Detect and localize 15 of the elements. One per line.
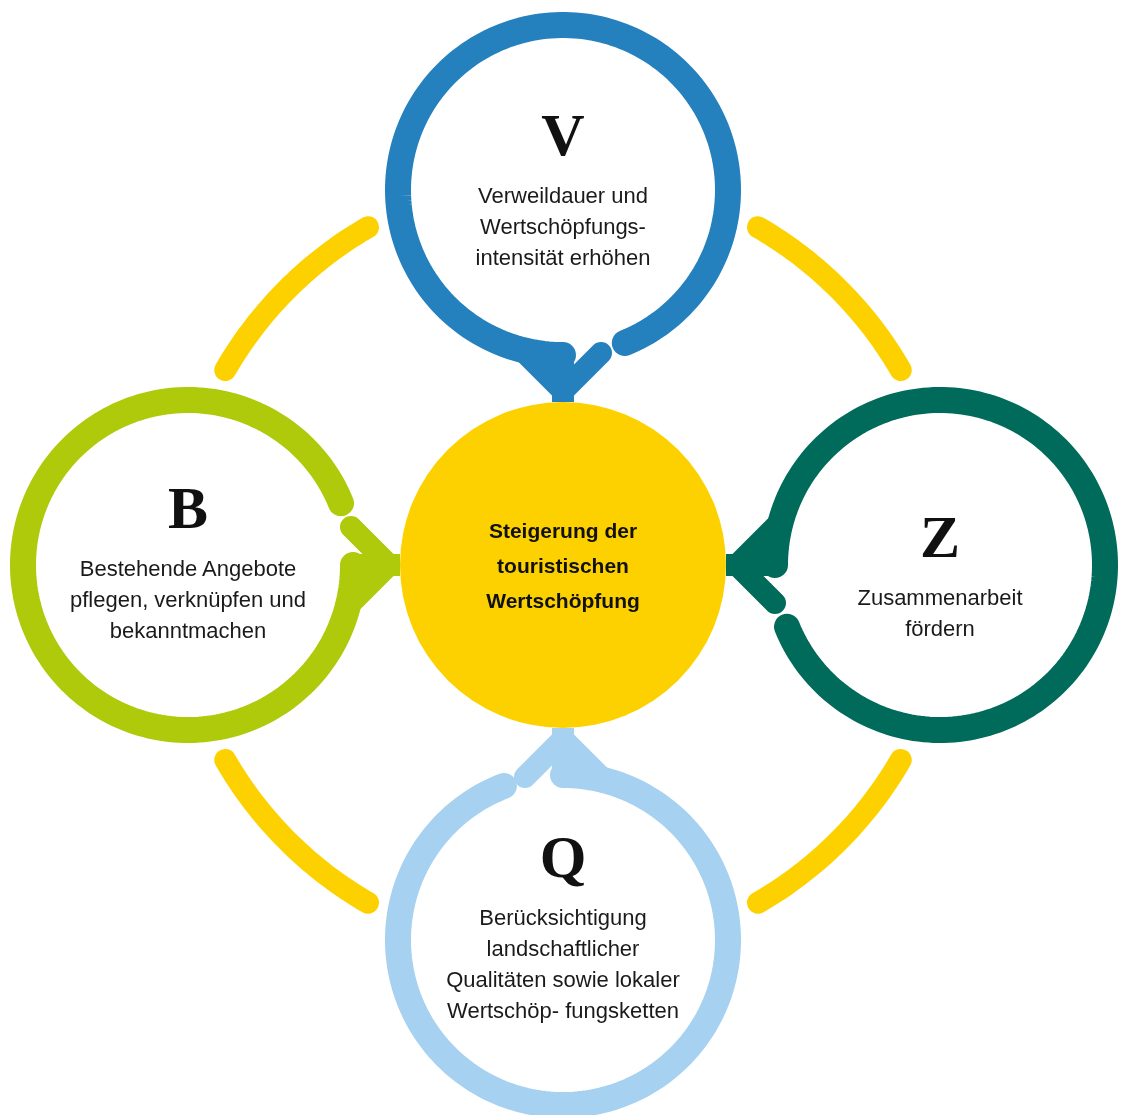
ring-text: Verweildauer und Wertschöpfungs- intensität erhöhen xyxy=(474,182,652,272)
letter-heading: V xyxy=(540,105,586,165)
ring-text: Berücksichtigung landschaftlicher Qualitäten sowie lokaler Wertschöp- fungsketten xyxy=(445,904,681,1025)
connector-arc xyxy=(747,216,912,381)
connector-arc xyxy=(214,749,379,914)
letter-heading: B xyxy=(167,478,209,538)
arrow xyxy=(726,516,786,614)
center-text: Steigerung der touristischen Wertschöpfung xyxy=(485,518,641,614)
connector-arc xyxy=(747,749,912,914)
ring-text: Bestehende Angebote pflegen, verknüpfen und bekanntmachen xyxy=(68,555,308,645)
letter-heading: Q xyxy=(538,827,588,887)
letter-heading: Z xyxy=(919,507,961,567)
connector-arc xyxy=(214,216,379,381)
ring-node xyxy=(762,387,1118,743)
ring-text: Zusammenarbeit fördern xyxy=(856,584,1024,643)
